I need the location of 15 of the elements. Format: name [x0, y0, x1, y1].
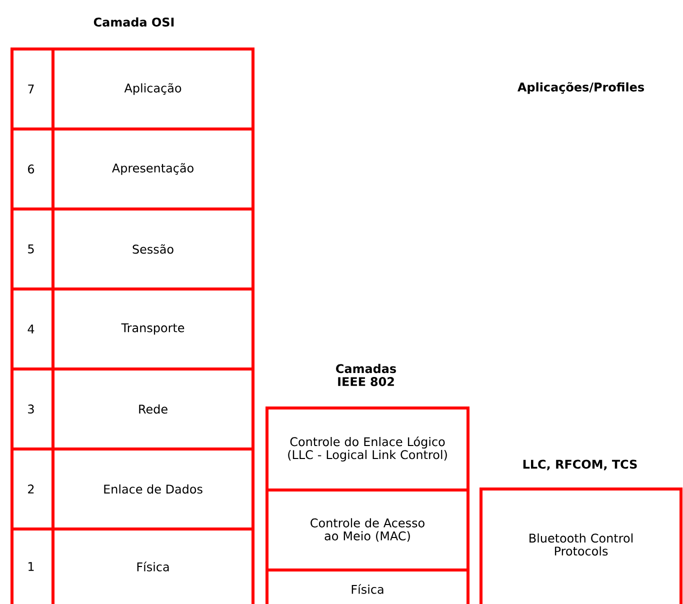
heading: Aplicações/Profiles — [518, 82, 644, 94]
layer-row: 3 Rede — [10, 368, 254, 450]
layer-box: Bluetooth Control Protocols — [480, 488, 682, 604]
layer-row: 7 Aplicação — [10, 48, 254, 130]
layer-row: 4 Transporte — [10, 288, 254, 370]
layer-row: 5 Sessão — [10, 208, 254, 290]
heading: Camadas IEEE 802 — [336, 364, 396, 386]
layer-row: 1 Física — [10, 528, 254, 604]
layer-row: 6 Apresentação — [10, 128, 254, 210]
layer-box: Controle de Acesso ao Meio (MAC) — [266, 488, 470, 572]
heading: Camada OSI — [94, 17, 174, 27]
layer-row: 2 Enlace de Dados — [10, 448, 254, 530]
heading: LLC, RFCOM, TCS — [523, 460, 637, 470]
layer-box: Física — [266, 568, 470, 604]
layer-box: Controle do Enlace Lógico (LLC - Logical Link Control) — [266, 406, 470, 492]
